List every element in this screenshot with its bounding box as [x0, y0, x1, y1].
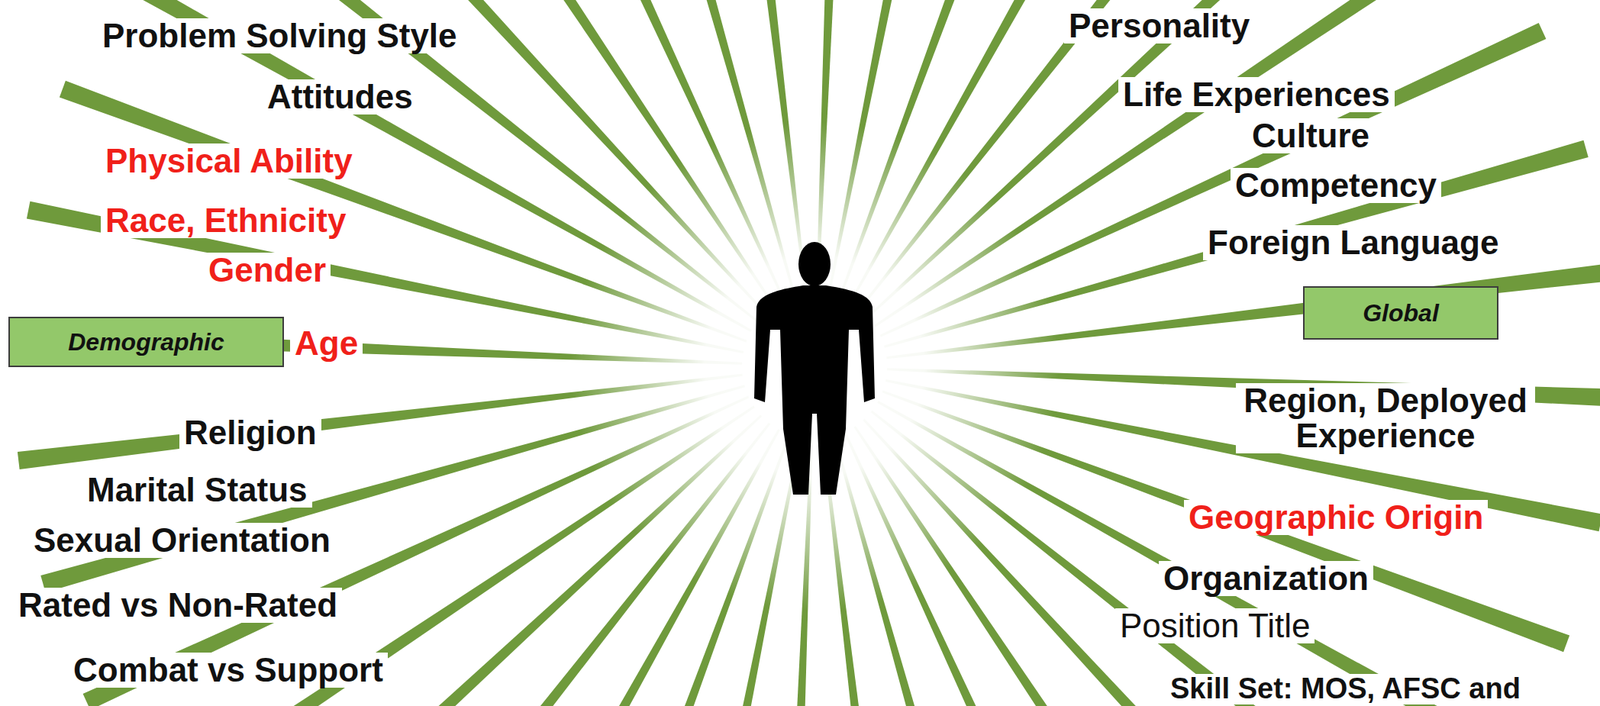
figure-head — [798, 241, 831, 287]
demographic-label: Race, Ethnicity — [100, 203, 351, 239]
attribute-label: Marital Status — [82, 472, 313, 508]
attribute-label: Organization — [1158, 561, 1374, 597]
category-text: Demographic — [67, 328, 224, 357]
attribute-label: Combat vs Support — [68, 652, 388, 688]
demographic-label: Geographic Origin — [1183, 500, 1488, 536]
attribute-label: Position Title — [1115, 608, 1315, 644]
category-box: Global — [1303, 286, 1499, 340]
attribute-label: Rated vs Non-Rated — [13, 587, 342, 623]
attribute-label: Attitudes — [262, 79, 418, 115]
attribute-label: Life Experiences — [1118, 77, 1395, 113]
attribute-label: Competency — [1230, 167, 1442, 204]
category-text: Global — [1362, 299, 1439, 328]
demographic-label: Gender — [203, 252, 331, 288]
attribute-label: Region, Deployed Experience — [1235, 383, 1536, 454]
attribute-label: Sexual Orientation — [29, 522, 336, 559]
demographic-label: Age — [290, 325, 363, 362]
attribute-label: Skill Set: MOS, AFSC and — [1165, 674, 1526, 705]
attribute-label: Personality — [1064, 8, 1255, 44]
attribute-label: Religion — [179, 415, 322, 451]
center-glow — [570, 122, 1059, 611]
attribute-label: Foreign Language — [1203, 225, 1504, 261]
attribute-label: Culture — [1247, 118, 1375, 154]
category-box: Demographic — [8, 316, 284, 368]
human-silhouette — [754, 285, 875, 495]
demographic-label: Physical Ability — [100, 143, 358, 179]
attribute-label: Problem Solving Style — [97, 18, 462, 54]
